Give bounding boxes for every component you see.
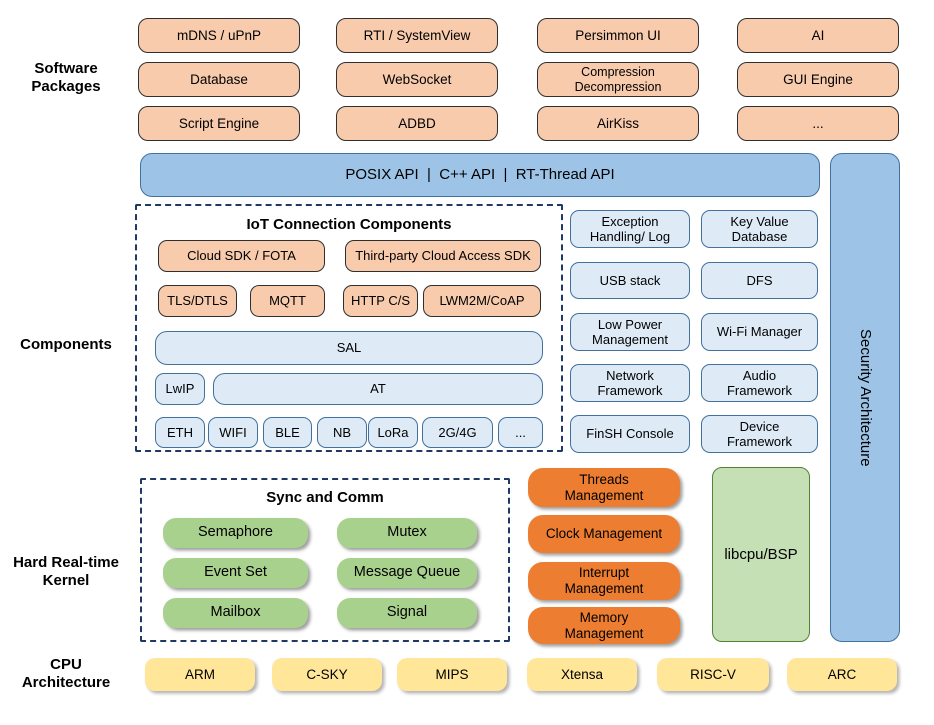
package-rti-systemview: RTI / SystemView <box>336 18 498 53</box>
component-low-power-management: Low Power Management <box>570 313 690 351</box>
kernel-message-queue: Message Queue <box>337 558 477 588</box>
section-label-cpu-architecture: CPU Architecture <box>21 656 111 692</box>
package-mdns-upnp: mDNS / uPnP <box>138 18 300 53</box>
package-persimmon-ui: Persimmon UI <box>537 18 699 53</box>
package-compression: Compression Decompression <box>537 62 699 97</box>
sync-group-title: Sync and Comm <box>266 489 384 506</box>
iot-protocol-lwm2m-coap: LWM2M/CoAP <box>423 285 541 317</box>
kernel-clock-management: Clock Management <box>528 515 680 553</box>
package-airkiss: AirKiss <box>537 106 699 141</box>
iot-lwip: LwIP <box>155 373 205 405</box>
cpu-c-sky: C-SKY <box>272 658 382 691</box>
component-key-value-database: Key Value Database <box>701 210 818 248</box>
iot-link-wifi: WIFI <box>208 417 258 448</box>
sync-and-comm-group: Sync and Comm Semaphore Mutex Event Set … <box>140 478 510 642</box>
package-adbd: ADBD <box>336 106 498 141</box>
component-dfs: DFS <box>701 262 818 299</box>
iot-link-ble: BLE <box>263 417 312 448</box>
kernel-signal: Signal <box>337 598 477 628</box>
cpu-mips: MIPS <box>397 658 507 691</box>
component-wifi-manager: Wi-Fi Manager <box>701 313 818 351</box>
security-architecture-bar: Security Architecture <box>830 153 900 642</box>
iot-protocol-http-cs: HTTP C/S <box>343 285 418 317</box>
cpu-arc: ARC <box>787 658 897 691</box>
kernel-threads-management: Threads Management <box>528 468 680 507</box>
kernel-mailbox: Mailbox <box>163 598 308 628</box>
iot-link-lora: LoRa <box>368 417 418 448</box>
iot-cloud-sdk-fota: Cloud SDK / FOTA <box>158 240 325 272</box>
package-more: ... <box>737 106 899 141</box>
component-audio-framework: Audio Framework <box>701 364 818 402</box>
component-network-framework: Network Framework <box>570 364 690 402</box>
iot-link-more: ... <box>498 417 543 448</box>
cpu-arm: ARM <box>145 658 255 691</box>
section-label-software-packages: Software Packages <box>31 60 101 96</box>
iot-third-party-sdk: Third-party Cloud Access SDK <box>345 240 541 272</box>
api-bar: POSIX API | C++ API | RT-Thread API <box>140 153 820 197</box>
kernel-interrupt-management: Interrupt Management <box>528 562 680 600</box>
kernel-event-set: Event Set <box>163 558 308 588</box>
cpu-xtensa: Xtensa <box>527 658 637 691</box>
section-label-components: Components <box>20 336 112 353</box>
section-label-kernel: Hard Real-time Kernel <box>13 554 119 590</box>
package-websocket: WebSocket <box>336 62 498 97</box>
kernel-memory-management: Memory Management <box>528 607 680 644</box>
package-script-engine: Script Engine <box>138 106 300 141</box>
package-gui-engine: GUI Engine <box>737 62 899 97</box>
iot-sal-layer: SAL <box>155 331 543 365</box>
component-device-framework: Device Framework <box>701 415 818 453</box>
iot-link-nb: NB <box>317 417 367 448</box>
iot-protocol-tls-dtls: TLS/DTLS <box>158 285 237 317</box>
kernel-mutex: Mutex <box>337 518 477 548</box>
package-database: Database <box>138 62 300 97</box>
cpu-risc-v: RISC-V <box>657 658 769 691</box>
kernel-libcpu-bsp: libcpu/BSP <box>712 467 810 642</box>
iot-connection-components-group: IoT Connection Components Cloud SDK / FO… <box>135 204 563 452</box>
iot-at-layer: AT <box>213 373 543 405</box>
component-usb-stack: USB stack <box>570 262 690 299</box>
iot-group-title: IoT Connection Components <box>246 216 452 233</box>
iot-link-eth: ETH <box>155 417 205 448</box>
kernel-semaphore: Semaphore <box>163 518 308 548</box>
iot-protocol-mqtt: MQTT <box>250 285 325 317</box>
component-finsh-console: FinSH Console <box>570 415 690 453</box>
component-exception-handling-log: Exception Handling/ Log <box>570 210 690 248</box>
package-ai: AI <box>737 18 899 53</box>
iot-link-2g4g: 2G/4G <box>422 417 493 448</box>
